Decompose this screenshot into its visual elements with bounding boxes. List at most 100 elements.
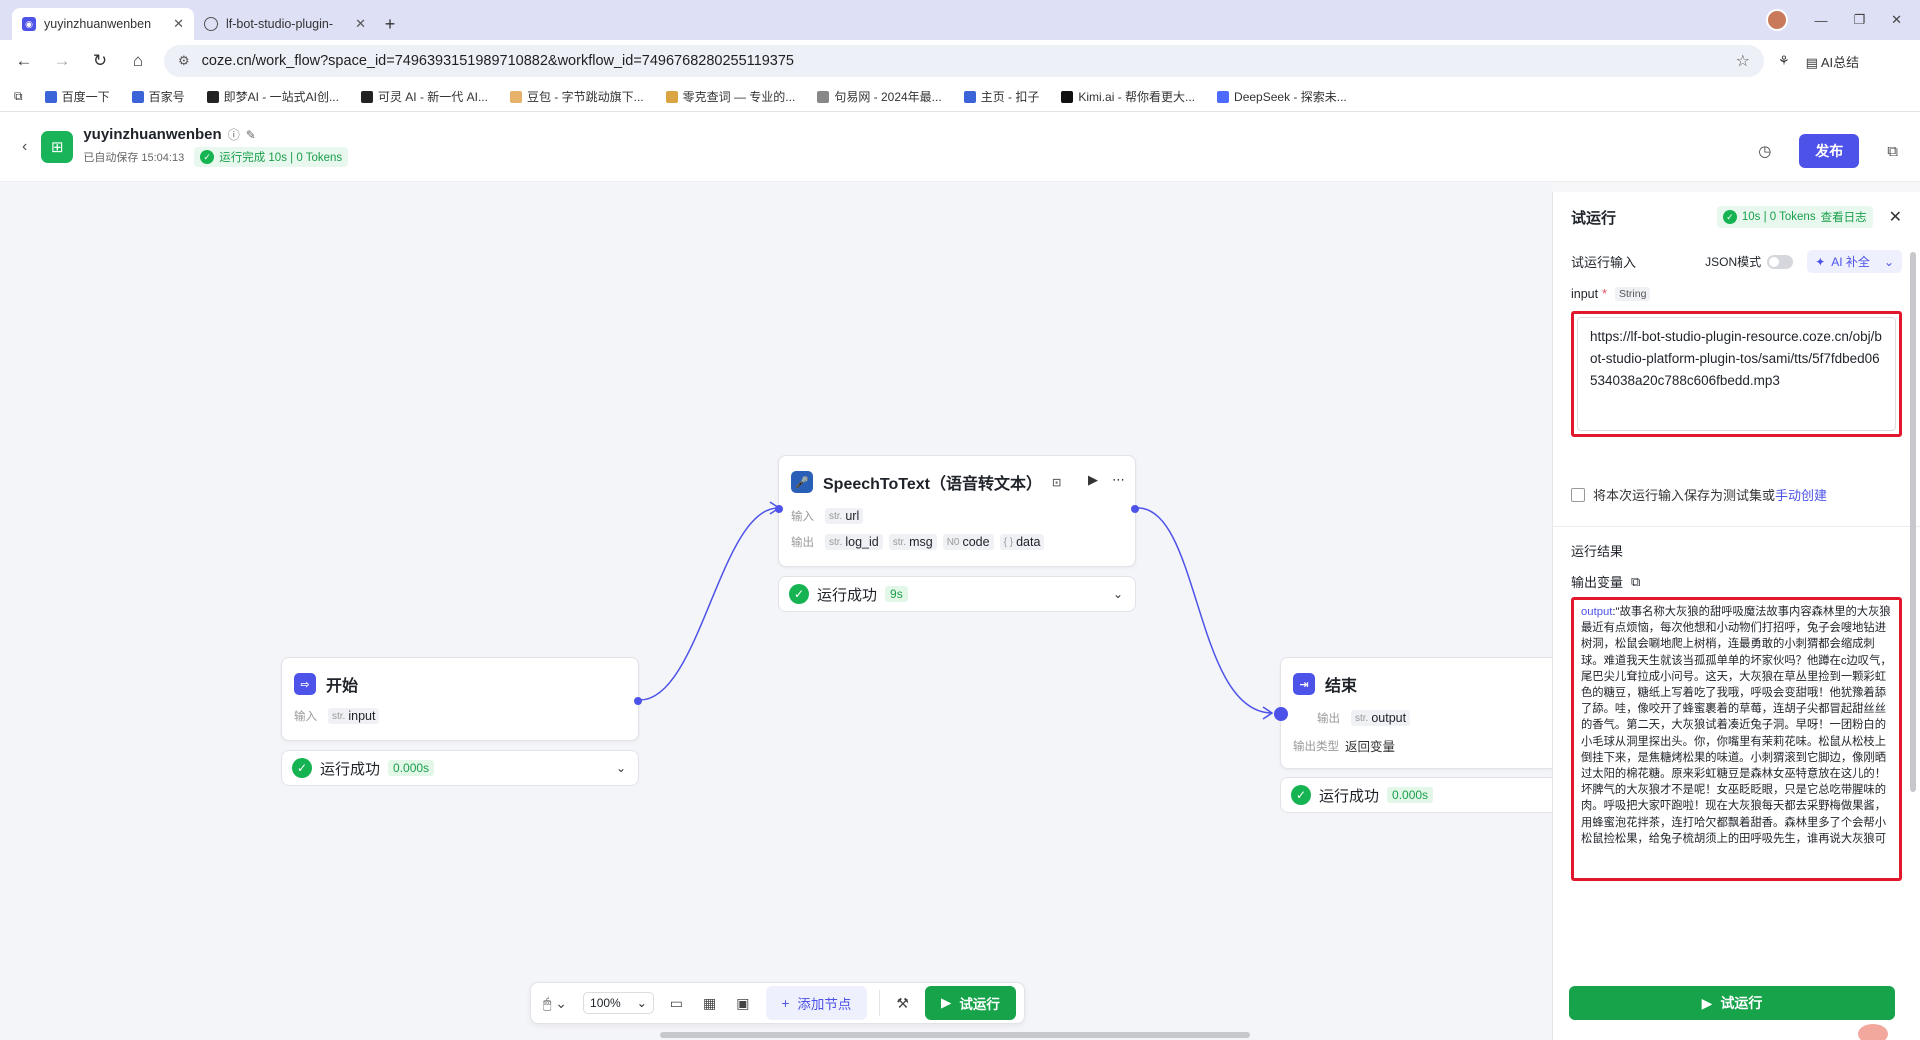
run-summary-badge[interactable]: ✓ 10s | 0 Tokens 查看日志 [1716, 206, 1873, 228]
try-run-button[interactable]: ▶试运行 [924, 986, 1016, 1020]
output-port[interactable] [634, 697, 642, 705]
horizontal-scrollbar[interactable] [660, 1032, 1250, 1038]
node-badge-icon: ⊡ [1052, 476, 1062, 489]
manual-create-link[interactable]: 手动创建 [1775, 488, 1828, 503]
chevron-down-icon[interactable]: ⌄ [1883, 254, 1894, 269]
input-port[interactable] [775, 505, 783, 513]
bookmark-item[interactable]: 句易网 - 2024年最... [817, 88, 942, 105]
browser-tab[interactable]: lf-bot-studio-plugin- ✕ [194, 8, 376, 40]
type-label: str. [332, 710, 346, 722]
param-name: code [962, 535, 990, 549]
bookmark-item[interactable]: 百度一下 [44, 88, 110, 105]
play-icon: ▶ [1701, 994, 1713, 1011]
close-icon[interactable]: ✕ [1888, 209, 1902, 226]
chevron-left-icon[interactable]: ‹ [22, 137, 28, 155]
field-label: input [1571, 287, 1599, 301]
chevron-down-icon[interactable]: ⌄ [615, 761, 626, 775]
tab-title: yuyinzhuanwenben [44, 17, 152, 31]
more-icon[interactable]: ⋯ [1112, 472, 1125, 487]
close-tab-icon[interactable]: ✕ [355, 16, 366, 31]
output-param: str.log_id [825, 534, 883, 550]
info-icon[interactable]: ⓘ [227, 128, 240, 142]
bookmark-icon [665, 90, 678, 103]
comment-icon[interactable]: ▭ [669, 994, 684, 1011]
restore-icon[interactable]: ❐ [1853, 12, 1866, 27]
address-bar-row: ← → ↻ ⌂ ⚙ coze.cn/work_flow?space_id=749… [0, 40, 1920, 82]
minimize-icon[interactable]: — [1814, 12, 1828, 28]
type-label: str. [1355, 712, 1369, 724]
stt-status-bar[interactable]: ✓ 运行成功 9s ⌄ [778, 576, 1136, 612]
output-label: 输出 [791, 537, 814, 549]
output-text-area[interactable]: output:"故事名称大灰狼的甜呼吸魔法故事内容森林里的大灰狼最近有点烦恼，每… [1577, 603, 1896, 875]
forward-icon[interactable]: → [53, 51, 71, 70]
run-status-badge[interactable]: ✓ 运行完成 10s | 0 Tokens [194, 147, 349, 167]
bookmark-star-icon[interactable]: ☆ [1735, 53, 1750, 70]
copy-icon[interactable]: ⧉ [1887, 142, 1898, 160]
time-badge: 0.000s [1387, 787, 1434, 803]
ai-fill-button[interactable]: ✦AI 补全⌄ [1807, 250, 1902, 273]
input-port[interactable] [1274, 707, 1288, 721]
play-icon[interactable]: ▶ [1088, 472, 1098, 487]
bookmark-item[interactable]: Kimi.ai - 帮你看更大... [1061, 88, 1195, 105]
panel-scrollbar[interactable] [1910, 252, 1916, 792]
speech-to-text-node[interactable]: 🎤SpeechToText（语音转文本）⊡ ▶ ⋯ 输入 str.url 输出 … [775, 455, 1139, 567]
bookmark-item[interactable]: 百家号 [131, 88, 185, 105]
publish-button[interactable]: 发布 [1799, 134, 1860, 168]
output-param: { }data [999, 534, 1045, 550]
coze-icon: ◉ [22, 17, 36, 31]
site-info-icon[interactable]: ⚙ [178, 53, 190, 68]
copy-icon[interactable]: ⧉ [1631, 573, 1641, 589]
bookmark-icon [206, 90, 219, 103]
bookmark-label: 百度一下 [61, 90, 110, 104]
workflow-canvas[interactable]: ⇨开始 输入 str.input ✓ 运行成功 0.000s ⌄ 🎤Speech… [0, 183, 1552, 1040]
home-icon[interactable]: ⌂ [132, 51, 144, 70]
wrench-icon[interactable]: ⚒ [896, 994, 909, 1011]
new-tab-button[interactable]: + [384, 13, 396, 34]
avatar[interactable] [1766, 9, 1789, 31]
add-node-button[interactable]: +添加节点 [765, 986, 868, 1020]
bookmark-item[interactable]: 即梦AI - 一站式AI创... [206, 88, 339, 105]
url-input[interactable]: ⚙ coze.cn/work_flow?space_id=74963931519… [164, 45, 1764, 77]
test-run-panel: 试运行 ✓ 10s | 0 Tokens 查看日志 ✕ 试运行输入 JSON模式… [1552, 192, 1920, 1040]
node-title: 开始 [326, 678, 359, 695]
extensions-icon[interactable]: ⚘ [1778, 53, 1790, 68]
assistant-avatar[interactable] [1858, 1024, 1888, 1040]
minimap-icon[interactable]: ▣ [736, 994, 750, 1011]
tab-list-icon[interactable]: ⧉ [14, 89, 23, 103]
history-icon[interactable]: ◷ [1758, 143, 1772, 160]
edges [639, 501, 1274, 720]
layout-icon[interactable]: ▦ [703, 994, 717, 1011]
output-label: 输出 [1317, 713, 1340, 725]
reload-icon[interactable]: ↻ [92, 51, 108, 70]
chevron-down-icon[interactable]: ⌄ [1112, 587, 1123, 601]
end-node[interactable]: ⇥结束 输出 str.output 输出类型 返回变量 [1274, 657, 1552, 769]
status-text: 运行成功 [320, 760, 381, 778]
back-icon[interactable]: ← [15, 51, 33, 70]
start-node[interactable]: ⇨开始 输入 str.input [281, 657, 642, 741]
edit-icon[interactable]: ✎ [245, 127, 256, 142]
bookmark-item[interactable]: 零克查词 — 专业的... [665, 88, 795, 105]
zoom-select[interactable]: 100%⌄ [583, 992, 654, 1014]
bookmark-item[interactable]: 主页 - 扣子 [963, 88, 1039, 105]
close-tab-icon[interactable]: ✕ [173, 16, 184, 31]
start-status-bar[interactable]: ✓ 运行成功 0.000s ⌄ [281, 750, 639, 786]
input-textarea[interactable]: https://lf-bot-studio-plugin-resource.co… [1577, 317, 1896, 431]
bookmark-item[interactable]: 豆包 - 字节跳动旗下... [509, 88, 644, 105]
browser-tab-active[interactable]: ◉ yuyinzhuanwenben ✕ [12, 8, 194, 40]
json-mode-toggle[interactable] [1767, 254, 1794, 269]
close-window-icon[interactable]: ✕ [1891, 12, 1902, 27]
output-param: str.output [1351, 710, 1411, 726]
mouse-mode-icon[interactable]: 🖱 ⌄ [543, 994, 568, 1011]
save-testset-checkbox[interactable] [1571, 487, 1585, 502]
bookmark-item[interactable]: 可灵 AI - 新一代 AI... [360, 88, 488, 105]
end-status-bar[interactable]: ✓ 运行成功 0.000s [1280, 777, 1552, 813]
param-name: url [845, 509, 860, 523]
bookmark-item[interactable]: DeepSeek - 探索未... [1217, 88, 1347, 105]
check-icon: ✓ [1291, 785, 1311, 805]
output-port[interactable] [1131, 505, 1139, 513]
panel-try-run-button[interactable]: ▶试运行 [1569, 986, 1895, 1020]
ai-summary-button[interactable]: ▤ AI总结 [1805, 54, 1860, 70]
bookmark-label: 即梦AI - 一站式AI创... [223, 90, 339, 104]
view-log-link[interactable]: 查看日志 [1820, 212, 1867, 224]
run-summary-text: 10s | 0 Tokens [1741, 211, 1816, 223]
